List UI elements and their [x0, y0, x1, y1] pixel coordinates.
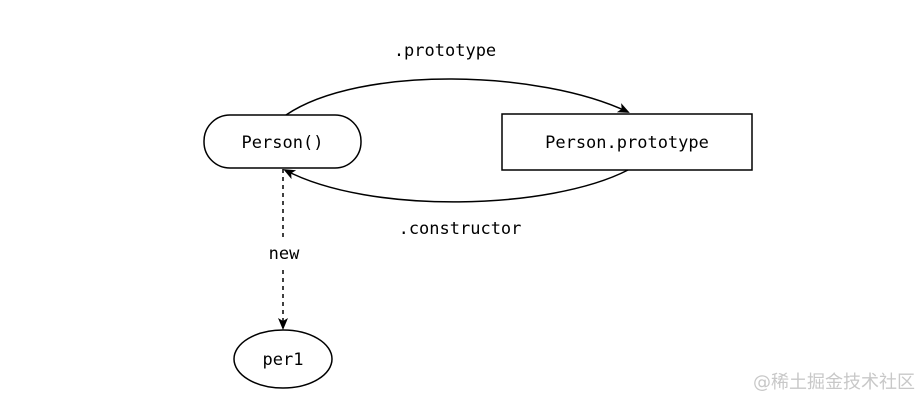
- watermark-text: @稀土掘金技术社区: [753, 372, 915, 393]
- node-per1-instance-label: per1: [263, 350, 304, 370]
- node-person-prototype-shape: [501, 113, 753, 171]
- node-person-constructor[interactable]: Person(): [203, 114, 362, 169]
- edge-constructor-path: [283, 169, 629, 203]
- edge-prototype-label: .prototype: [394, 41, 496, 61]
- edge-new: new: [258, 169, 308, 330]
- edge-new-label-bg: [258, 238, 308, 268]
- edge-prototype-path: [285, 78, 630, 116]
- node-per1-instance-shape: [233, 329, 333, 389]
- node-person-constructor-shape: [203, 114, 362, 169]
- edge-constructor: .constructor: [283, 169, 629, 239]
- edge-prototype: .prototype: [285, 41, 630, 116]
- node-person-prototype-label: Person.prototype: [545, 133, 709, 153]
- edge-constructor-label: .constructor: [399, 219, 522, 239]
- edge-new-label: new: [269, 244, 300, 264]
- node-per1-instance[interactable]: per1: [233, 329, 333, 389]
- node-person-prototype[interactable]: Person.prototype: [501, 113, 753, 171]
- node-person-constructor-label: Person(): [242, 133, 324, 153]
